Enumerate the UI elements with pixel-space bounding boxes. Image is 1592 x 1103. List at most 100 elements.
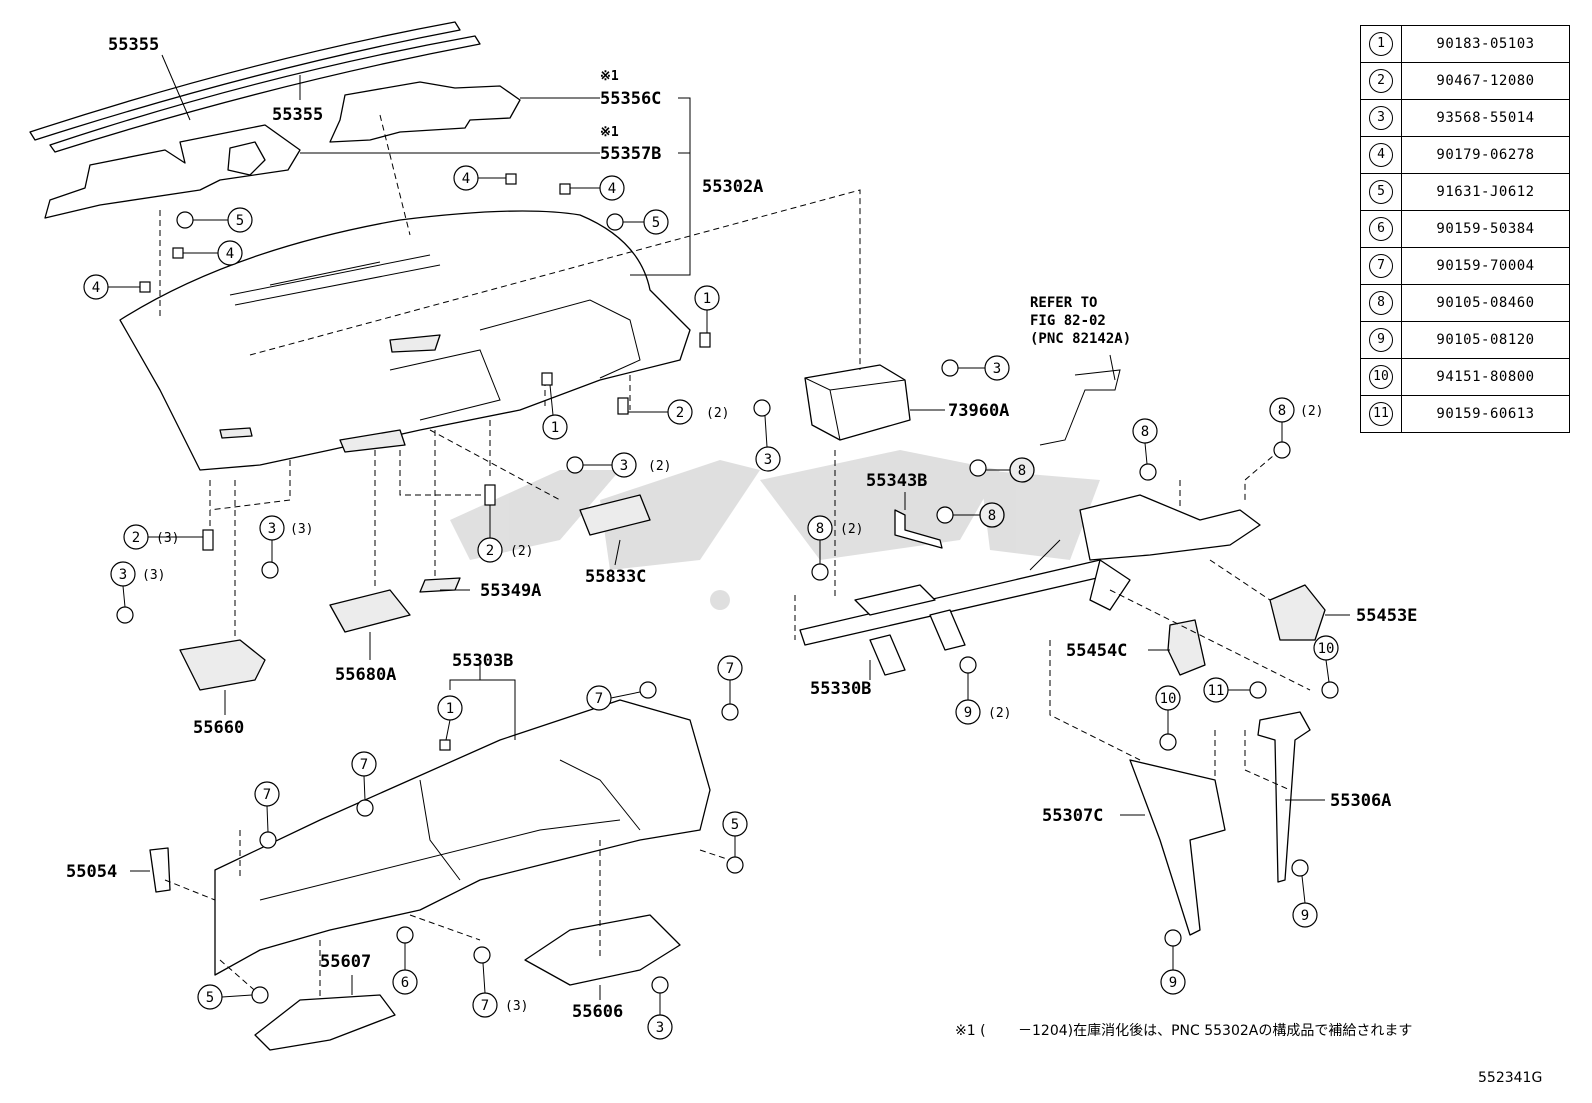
callout-3: 3 bbox=[755, 415, 781, 472]
legend-part-number: 90183-05103 bbox=[1401, 25, 1570, 63]
svg-text:2: 2 bbox=[676, 405, 684, 421]
callout-5: 5 bbox=[623, 209, 669, 235]
svg-text:(2): (2) bbox=[1300, 404, 1323, 419]
svg-text:1: 1 bbox=[551, 420, 559, 436]
footnote: ※1 ( －1204)在庫消化後は、PNC 55302Aの構成品で補給されます bbox=[955, 1023, 1413, 1039]
svg-text:4: 4 bbox=[92, 280, 100, 296]
legend-row: 1 90183-05103 bbox=[1360, 25, 1570, 63]
callout-9: 9 bbox=[1160, 946, 1186, 995]
part-labels: 55355 55355 ※1 55356C ※1 55357B 55302A 7… bbox=[66, 35, 1417, 1022]
callout-8: 8 (2) bbox=[807, 515, 863, 564]
legend-number: 1 bbox=[1369, 32, 1393, 56]
svg-text:(2): (2) bbox=[988, 706, 1011, 721]
legend-number: 4 bbox=[1369, 143, 1393, 167]
callout-4: 4 bbox=[183, 240, 243, 266]
label-55453e: 55453E bbox=[1356, 606, 1417, 626]
svg-text:8: 8 bbox=[816, 521, 824, 537]
svg-text:11: 11 bbox=[1208, 683, 1225, 699]
svg-text:6: 6 bbox=[401, 975, 409, 991]
callout-7: 7 bbox=[254, 781, 280, 833]
label-55680a: 55680A bbox=[335, 665, 396, 685]
label-55349a: 55349A bbox=[480, 581, 541, 601]
callout-3: 3 bbox=[958, 355, 1010, 381]
svg-text:8: 8 bbox=[1141, 424, 1149, 440]
part-55680a-register bbox=[329, 589, 411, 633]
svg-text:7: 7 bbox=[595, 691, 603, 707]
legend-part-number: 90159-70004 bbox=[1401, 247, 1570, 285]
label-55302a: 55302A bbox=[702, 177, 763, 197]
svg-text:9: 9 bbox=[1301, 908, 1309, 924]
legend-part-number: 90467-12080 bbox=[1401, 62, 1570, 100]
callout-circles: 5 4 4 4 4 5 1 1 2(2) 3 3 3(2) 2(3) 3(3) … bbox=[83, 165, 1339, 1040]
svg-text:4: 4 bbox=[608, 181, 616, 197]
callout-7: 7 bbox=[586, 685, 641, 711]
svg-text:3: 3 bbox=[620, 458, 628, 474]
figure-id: 552341G bbox=[1478, 1070, 1543, 1086]
label-55306a: 55306A bbox=[1330, 791, 1391, 811]
svg-text:(2): (2) bbox=[840, 522, 863, 537]
svg-text:(2): (2) bbox=[510, 544, 533, 559]
svg-text:2: 2 bbox=[486, 543, 494, 559]
legend-part-number: 90179-06278 bbox=[1401, 136, 1570, 174]
svg-text:7: 7 bbox=[263, 787, 271, 803]
legend-row: 7 90159-70004 bbox=[1360, 247, 1570, 285]
part-55303b-lower-panel bbox=[214, 699, 711, 976]
qty: (2) bbox=[706, 406, 729, 421]
label-55356c: 55356C bbox=[600, 89, 661, 109]
label-55606: 55606 bbox=[572, 1002, 623, 1022]
callout-7: 7 bbox=[351, 751, 377, 801]
label-55054: 55054 bbox=[66, 862, 117, 882]
svg-text:3: 3 bbox=[119, 567, 127, 583]
part-55054 bbox=[149, 847, 171, 893]
callout-3: 3(2) bbox=[583, 452, 671, 478]
legend-part-number: 94151-80800 bbox=[1401, 358, 1570, 396]
refer-note: REFER TO FIG 82-02 (PNC 82142A) bbox=[1030, 295, 1132, 347]
legend-part-number: 90105-08460 bbox=[1401, 284, 1570, 322]
callout-7: 7 bbox=[717, 655, 743, 704]
legend-number: 5 bbox=[1369, 180, 1393, 204]
label-55833c: 55833C bbox=[585, 567, 646, 587]
part-55306a-brace bbox=[1257, 711, 1311, 883]
legend-row: 4 90179-06278 bbox=[1360, 136, 1570, 174]
legend-part-number: 90105-08120 bbox=[1401, 321, 1570, 359]
legend-number: 7 bbox=[1369, 254, 1393, 278]
callout-1: 1 bbox=[542, 384, 568, 440]
callout-5: 5 bbox=[193, 207, 253, 233]
callout-11: 11 bbox=[1203, 677, 1250, 703]
label-55607: 55607 bbox=[320, 952, 371, 972]
legend-number: 11 bbox=[1369, 402, 1393, 426]
svg-text:10: 10 bbox=[1318, 641, 1335, 657]
part-55343b bbox=[894, 509, 943, 549]
svg-text:4: 4 bbox=[226, 246, 234, 262]
label-55660: 55660 bbox=[193, 718, 244, 738]
svg-text:5: 5 bbox=[731, 817, 739, 833]
label-55307c: 55307C bbox=[1042, 806, 1103, 826]
part-55355-strips bbox=[29, 21, 481, 153]
svg-text:(3): (3) bbox=[142, 568, 165, 583]
callout-1: 1 bbox=[437, 695, 463, 741]
callout-8: 8 bbox=[1132, 418, 1158, 465]
legend-number: 3 bbox=[1369, 106, 1393, 130]
svg-text:3: 3 bbox=[268, 521, 276, 537]
callout-6: 6 bbox=[392, 943, 418, 995]
label-55343b: 55343B bbox=[866, 471, 927, 491]
label-55355: 55355 bbox=[272, 105, 323, 125]
part-55660-register bbox=[179, 639, 266, 691]
part-55357b bbox=[44, 124, 301, 219]
watermark-logo bbox=[450, 450, 1100, 610]
callout-1: 1 bbox=[694, 285, 720, 333]
callout-8: 8(2) bbox=[1269, 397, 1323, 442]
legend-part-number: 93568-55014 bbox=[1401, 99, 1570, 137]
label-55357b: 55357B bbox=[600, 144, 661, 164]
svg-text:9: 9 bbox=[1169, 975, 1177, 991]
part-55607-cover bbox=[254, 994, 396, 1051]
svg-text:5: 5 bbox=[236, 213, 244, 229]
svg-text:(3): (3) bbox=[156, 531, 179, 546]
svg-text:7: 7 bbox=[360, 757, 368, 773]
callout-10: 10 bbox=[1313, 635, 1339, 683]
callout-9: 9(2) bbox=[955, 673, 1011, 725]
callout-3: 3 bbox=[647, 993, 673, 1040]
